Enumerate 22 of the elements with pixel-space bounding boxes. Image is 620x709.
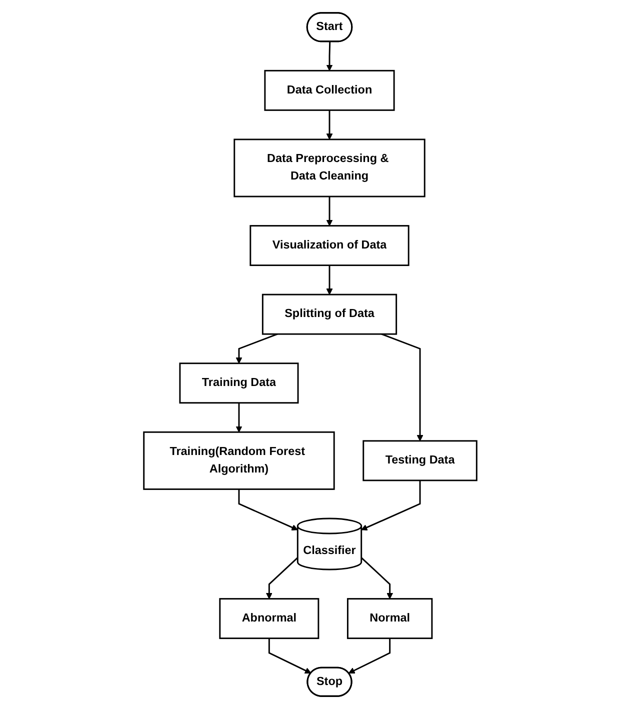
arrow	[326, 42, 332, 71]
arrow	[326, 196, 332, 226]
node-box: Splitting of Data	[262, 294, 397, 335]
arrow	[380, 333, 423, 442]
arrow	[266, 557, 298, 600]
arrow	[238, 489, 298, 530]
arrow	[348, 638, 390, 674]
arrow	[360, 480, 420, 530]
node-box: Normal	[346, 598, 432, 640]
node-box: Abnormal	[218, 598, 319, 640]
arrow	[360, 557, 393, 600]
node-box: Data Preprocessing & Data Cleaning	[233, 138, 426, 198]
arrow	[236, 402, 242, 432]
arrow	[268, 638, 312, 674]
arrow	[326, 110, 332, 140]
node-box: Testing Data	[362, 440, 478, 482]
arrow	[236, 333, 278, 364]
node-box: Visualization of Data	[249, 225, 410, 266]
arrow	[326, 265, 332, 295]
node-box: Training Data	[178, 362, 298, 404]
node-box: Training(Random Forest Algorithm)	[142, 431, 335, 490]
node-box: Data Collection	[264, 70, 395, 111]
